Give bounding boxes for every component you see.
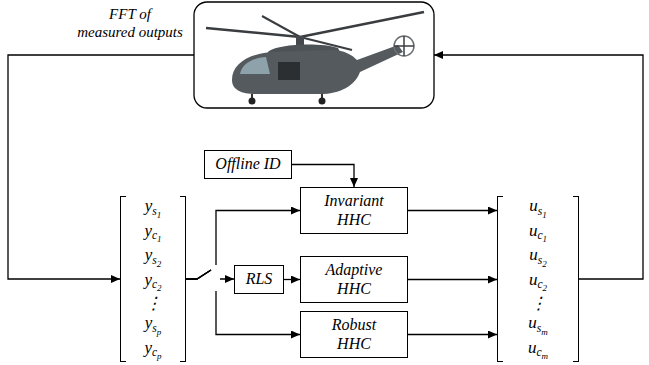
feedback-wire bbox=[8, 55, 194, 279]
sub-subscript: m bbox=[542, 351, 549, 361]
symbol: y bbox=[144, 338, 152, 357]
symbol: u bbox=[528, 338, 537, 357]
tail-rotor-blade bbox=[403, 36, 405, 56]
tail-rotor bbox=[394, 36, 414, 56]
signal-arrow bbox=[284, 279, 300, 280]
subscript: c1 bbox=[537, 229, 547, 242]
box-text: Offline ID bbox=[215, 155, 280, 173]
fuselage bbox=[232, 45, 403, 94]
vector-entry: uc1 bbox=[529, 222, 547, 244]
sub-subscript: 2 bbox=[543, 283, 548, 293]
wheel bbox=[319, 98, 326, 105]
sub-subscript: 2 bbox=[542, 258, 547, 268]
subscript: sm bbox=[537, 322, 548, 335]
subscript: sp bbox=[152, 322, 161, 335]
vector-entry: us2 bbox=[529, 246, 547, 268]
process-box: RLS bbox=[234, 265, 284, 294]
rotor-blade bbox=[262, 16, 300, 37]
process-box: Offline ID bbox=[204, 150, 292, 179]
sub-subscript: m bbox=[541, 326, 548, 336]
subscript: s2 bbox=[538, 254, 547, 267]
wheel bbox=[249, 98, 256, 105]
process-box: Adaptive HHC bbox=[300, 256, 408, 303]
subscript: c2 bbox=[152, 278, 162, 291]
vector-entry: ys1 bbox=[145, 197, 162, 219]
sub-subscript: 1 bbox=[157, 209, 162, 219]
symbol: y bbox=[145, 245, 153, 264]
rotor-blade bbox=[300, 12, 424, 37]
signal-arrow bbox=[408, 210, 497, 211]
vector-entry: ⋮ bbox=[530, 295, 547, 312]
vector-entry: usm bbox=[528, 314, 548, 336]
vector-entry: ycp bbox=[144, 339, 161, 361]
right-bracket bbox=[573, 196, 579, 362]
symbol: ⋮ bbox=[530, 294, 547, 313]
sub-subscript: p bbox=[157, 351, 162, 361]
sub-subscript: 2 bbox=[157, 258, 162, 268]
symbol: u bbox=[529, 196, 538, 215]
symbol: y bbox=[145, 196, 153, 215]
signal-arrow bbox=[408, 334, 497, 335]
symbol: y bbox=[144, 221, 152, 240]
vector-entry: ⋮ bbox=[145, 295, 162, 312]
vector-entry: ys2 bbox=[145, 246, 162, 268]
cockpit-window bbox=[240, 57, 270, 74]
vector-bracket: us1uc1us2uc2⋮usmucm bbox=[497, 196, 579, 362]
signal-arrow bbox=[292, 165, 354, 188]
symbol: y bbox=[145, 313, 153, 332]
sub-subscript: 1 bbox=[542, 209, 547, 219]
subscript: c1 bbox=[152, 229, 162, 242]
process-box: Invariant HHC bbox=[300, 187, 408, 234]
box-text: Invariant HHC bbox=[324, 192, 384, 229]
vector-entry: yc1 bbox=[144, 222, 161, 244]
subscript: cm bbox=[536, 346, 548, 359]
subscript: c2 bbox=[537, 278, 547, 291]
subscript: s1 bbox=[538, 205, 547, 218]
subscript: s1 bbox=[152, 205, 161, 218]
vector-entry: ysp bbox=[145, 314, 162, 336]
helicopter-illustration bbox=[194, 2, 434, 108]
control-wire bbox=[434, 55, 643, 279]
symbol: ⋮ bbox=[145, 294, 162, 313]
vector-entry: us1 bbox=[529, 197, 547, 219]
connector-layer bbox=[186, 165, 497, 335]
symbol: u bbox=[529, 270, 538, 289]
sub-subscript: p bbox=[157, 326, 162, 336]
subscript: s2 bbox=[152, 254, 161, 267]
illustration-frame bbox=[194, 2, 434, 108]
process-box: Robust HHC bbox=[300, 311, 408, 358]
symbol: y bbox=[144, 270, 152, 289]
vector-entry: yc2 bbox=[144, 271, 161, 293]
vector-entry: ucm bbox=[528, 339, 548, 361]
symbol: u bbox=[529, 221, 538, 240]
right-bracket bbox=[180, 196, 186, 362]
signal-arrow bbox=[408, 279, 497, 280]
left-bracket bbox=[120, 196, 126, 362]
sub-subscript: 1 bbox=[543, 234, 548, 244]
vector-entry: uc2 bbox=[529, 271, 547, 293]
sub-subscript: 1 bbox=[157, 234, 162, 244]
left-bracket bbox=[497, 196, 503, 362]
symbol: u bbox=[528, 313, 537, 332]
box-text: Robust HHC bbox=[332, 316, 376, 353]
box-text: Adaptive HHC bbox=[326, 261, 383, 298]
symbol: u bbox=[529, 245, 538, 264]
cabin-door bbox=[278, 62, 300, 80]
subscript: cp bbox=[152, 346, 162, 359]
box-text: RLS bbox=[246, 270, 273, 288]
signal-label: FFT of measured outputs bbox=[68, 5, 192, 41]
sub-subscript: 2 bbox=[157, 283, 162, 293]
vector-bracket: ys1yc1ys2yc2⋮yspycp bbox=[120, 196, 186, 362]
